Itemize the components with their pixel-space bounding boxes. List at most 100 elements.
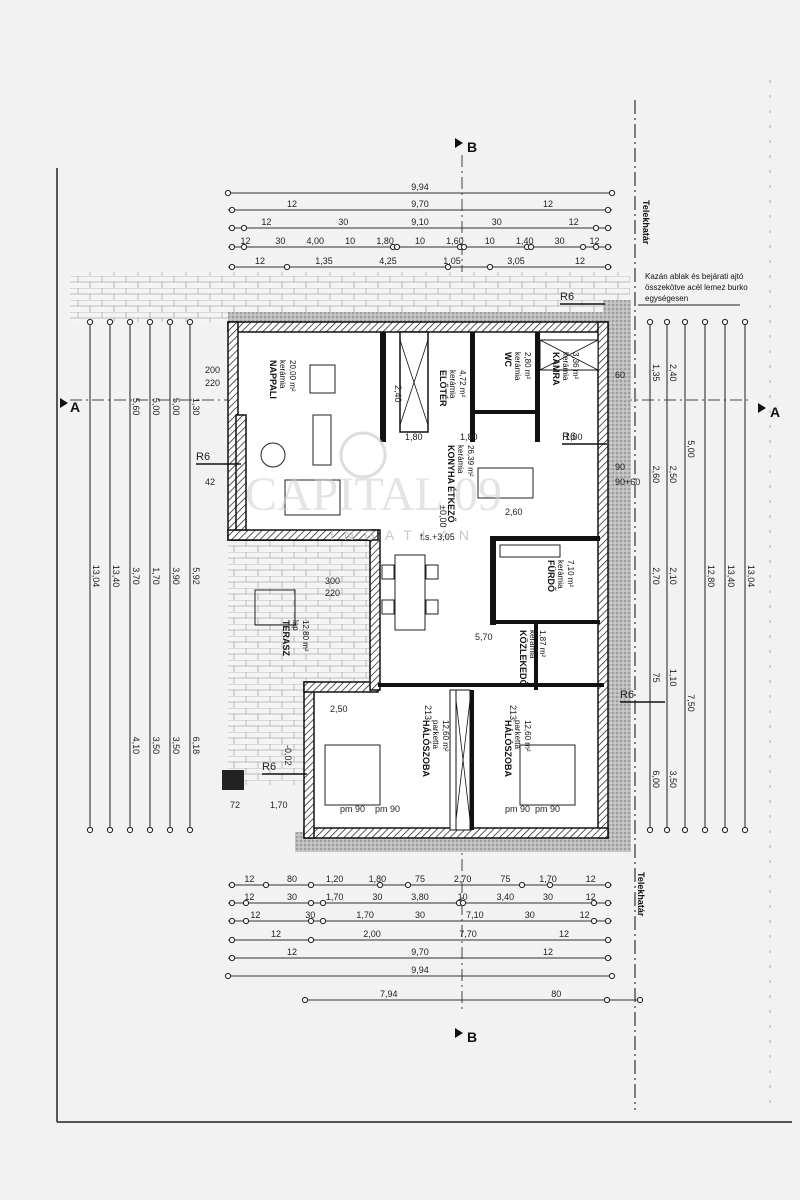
dimension-label: 90+60 — [615, 477, 640, 487]
section-marker-bottom: B — [467, 1029, 477, 1045]
dimension-label: 4,10 — [131, 737, 141, 755]
dimension-label: 3,90 — [171, 567, 181, 585]
dimension-label: 12 — [287, 947, 297, 957]
dimension-tick — [608, 972, 616, 980]
svg-text:INGATLAN: INGATLAN — [330, 527, 479, 543]
note-line: összekötve acél lemez burko — [645, 283, 748, 292]
dimension-label: 1,20 — [326, 874, 344, 884]
dimension-tick — [376, 881, 384, 889]
dimension-tick — [228, 881, 236, 889]
dimension-label: 4,25 — [379, 256, 397, 266]
dimension-label: 12 — [586, 892, 596, 902]
dimension-label: 12 — [543, 947, 553, 957]
dimension-label: 2,40 — [668, 364, 678, 382]
dimension-tick — [307, 917, 315, 925]
dimension-label: 10 — [415, 236, 425, 246]
dimension-tick — [460, 243, 468, 251]
dimension-label: 3,40 — [497, 892, 515, 902]
dimension-label: 75 — [500, 874, 510, 884]
room-name: HÁLÓSZOBA — [503, 720, 514, 777]
room-area: 2,80 m² — [523, 352, 532, 379]
room-area: 12,80 m² — [301, 620, 310, 652]
dimension-label: 1,70 — [539, 874, 557, 884]
dimension-label: 30 — [555, 236, 565, 246]
dimension-tick — [242, 917, 250, 925]
dimension-label: 75 — [651, 673, 661, 683]
dimension-tick — [307, 936, 315, 944]
dimension-tick — [228, 917, 236, 925]
radiator-label: R6 — [620, 689, 634, 701]
dimension-tick — [604, 243, 612, 251]
dimension-label: 6,00 — [651, 770, 661, 788]
section-marker-top: B — [467, 139, 477, 155]
room-name: KAMRA — [551, 352, 561, 386]
dimension-tick — [636, 996, 644, 1004]
dimension-tick — [663, 318, 671, 326]
dimension-tick — [393, 243, 401, 251]
dimension-label: 1,70 — [326, 892, 344, 902]
room-name: HÁLÓSZOBA — [421, 720, 432, 777]
dimension-label: 2,00 — [363, 929, 381, 939]
dimension-tick — [604, 954, 612, 962]
room-name: KÖZLEKEDŐ — [518, 630, 529, 687]
dimension-label: 12 — [287, 199, 297, 209]
dimension-tick — [307, 899, 315, 907]
radiator-label: R6 — [560, 291, 574, 303]
plan-label: pm 90 — [505, 804, 530, 814]
dimension-label: 12 — [569, 217, 579, 227]
room-name: ELŐTÉR — [438, 370, 449, 407]
dimension-tick — [319, 899, 327, 907]
room-name: NAPPALI — [268, 360, 278, 399]
dimension-label: 10 — [485, 236, 495, 246]
dimension-label: 5,00 — [686, 440, 696, 458]
room-floor: parketta — [431, 720, 440, 749]
dimension-label: 13,04 — [91, 565, 101, 588]
plan-label: f.s.+3,05 — [420, 532, 455, 542]
dimension-label: 30 — [492, 217, 502, 227]
dimension-label: 12 — [590, 236, 600, 246]
dimension-label: 30 — [305, 910, 315, 920]
dimension-label: 5,00 — [171, 398, 181, 416]
section-marker-left-arrow — [60, 398, 68, 408]
dimension-tick — [701, 318, 709, 326]
plan-label: 220 — [325, 588, 340, 598]
dimension-label: 9,10 — [411, 217, 429, 227]
dimension-label: 1,70 — [356, 910, 374, 920]
dimension-tick — [262, 881, 270, 889]
section-marker-right-arrow — [758, 403, 766, 413]
dimension-tick — [604, 936, 612, 944]
dimension-tick — [242, 899, 250, 907]
dimension-label: 4,00 — [307, 236, 325, 246]
room-name: TERASZ — [281, 620, 291, 657]
dimension-label: 7,70 — [459, 929, 477, 939]
dimension-label: 3,50 — [668, 770, 678, 788]
dimension-label: 2,60 — [651, 466, 661, 484]
dimension-tick — [186, 826, 194, 834]
dimension-label: 7,94 — [380, 989, 398, 999]
radiator-label: R6 — [196, 451, 210, 463]
note-line: Kazán ablak és bejárati ajtó — [645, 272, 744, 281]
dimension-label: 12 — [559, 929, 569, 939]
dimension-label: 1,80 — [369, 874, 387, 884]
dimension-tick — [459, 899, 467, 907]
watermark: CAPITAL 09 INGATLAN — [245, 431, 502, 543]
dimension-label: 2,70 — [454, 874, 472, 884]
dimension-label: 1,80 — [376, 236, 394, 246]
plan-label: pm 90 — [535, 804, 560, 814]
dimension-label: 2,50 — [668, 466, 678, 484]
dimension-tick — [240, 243, 248, 251]
room-floor: lap — [291, 620, 300, 631]
dimension-tick — [228, 206, 236, 214]
dimension-tick — [518, 881, 526, 889]
dimension-label: 12 — [580, 910, 590, 920]
room-floor: kerámia — [528, 630, 537, 659]
dimension-tick — [604, 899, 612, 907]
dimension-label: 5,92 — [191, 567, 201, 585]
section-marker-bottom-arrow — [455, 1028, 463, 1038]
plan-label: 2,40 — [393, 385, 403, 403]
dimension-label: 80 — [551, 989, 561, 999]
dimension-tick — [126, 318, 134, 326]
